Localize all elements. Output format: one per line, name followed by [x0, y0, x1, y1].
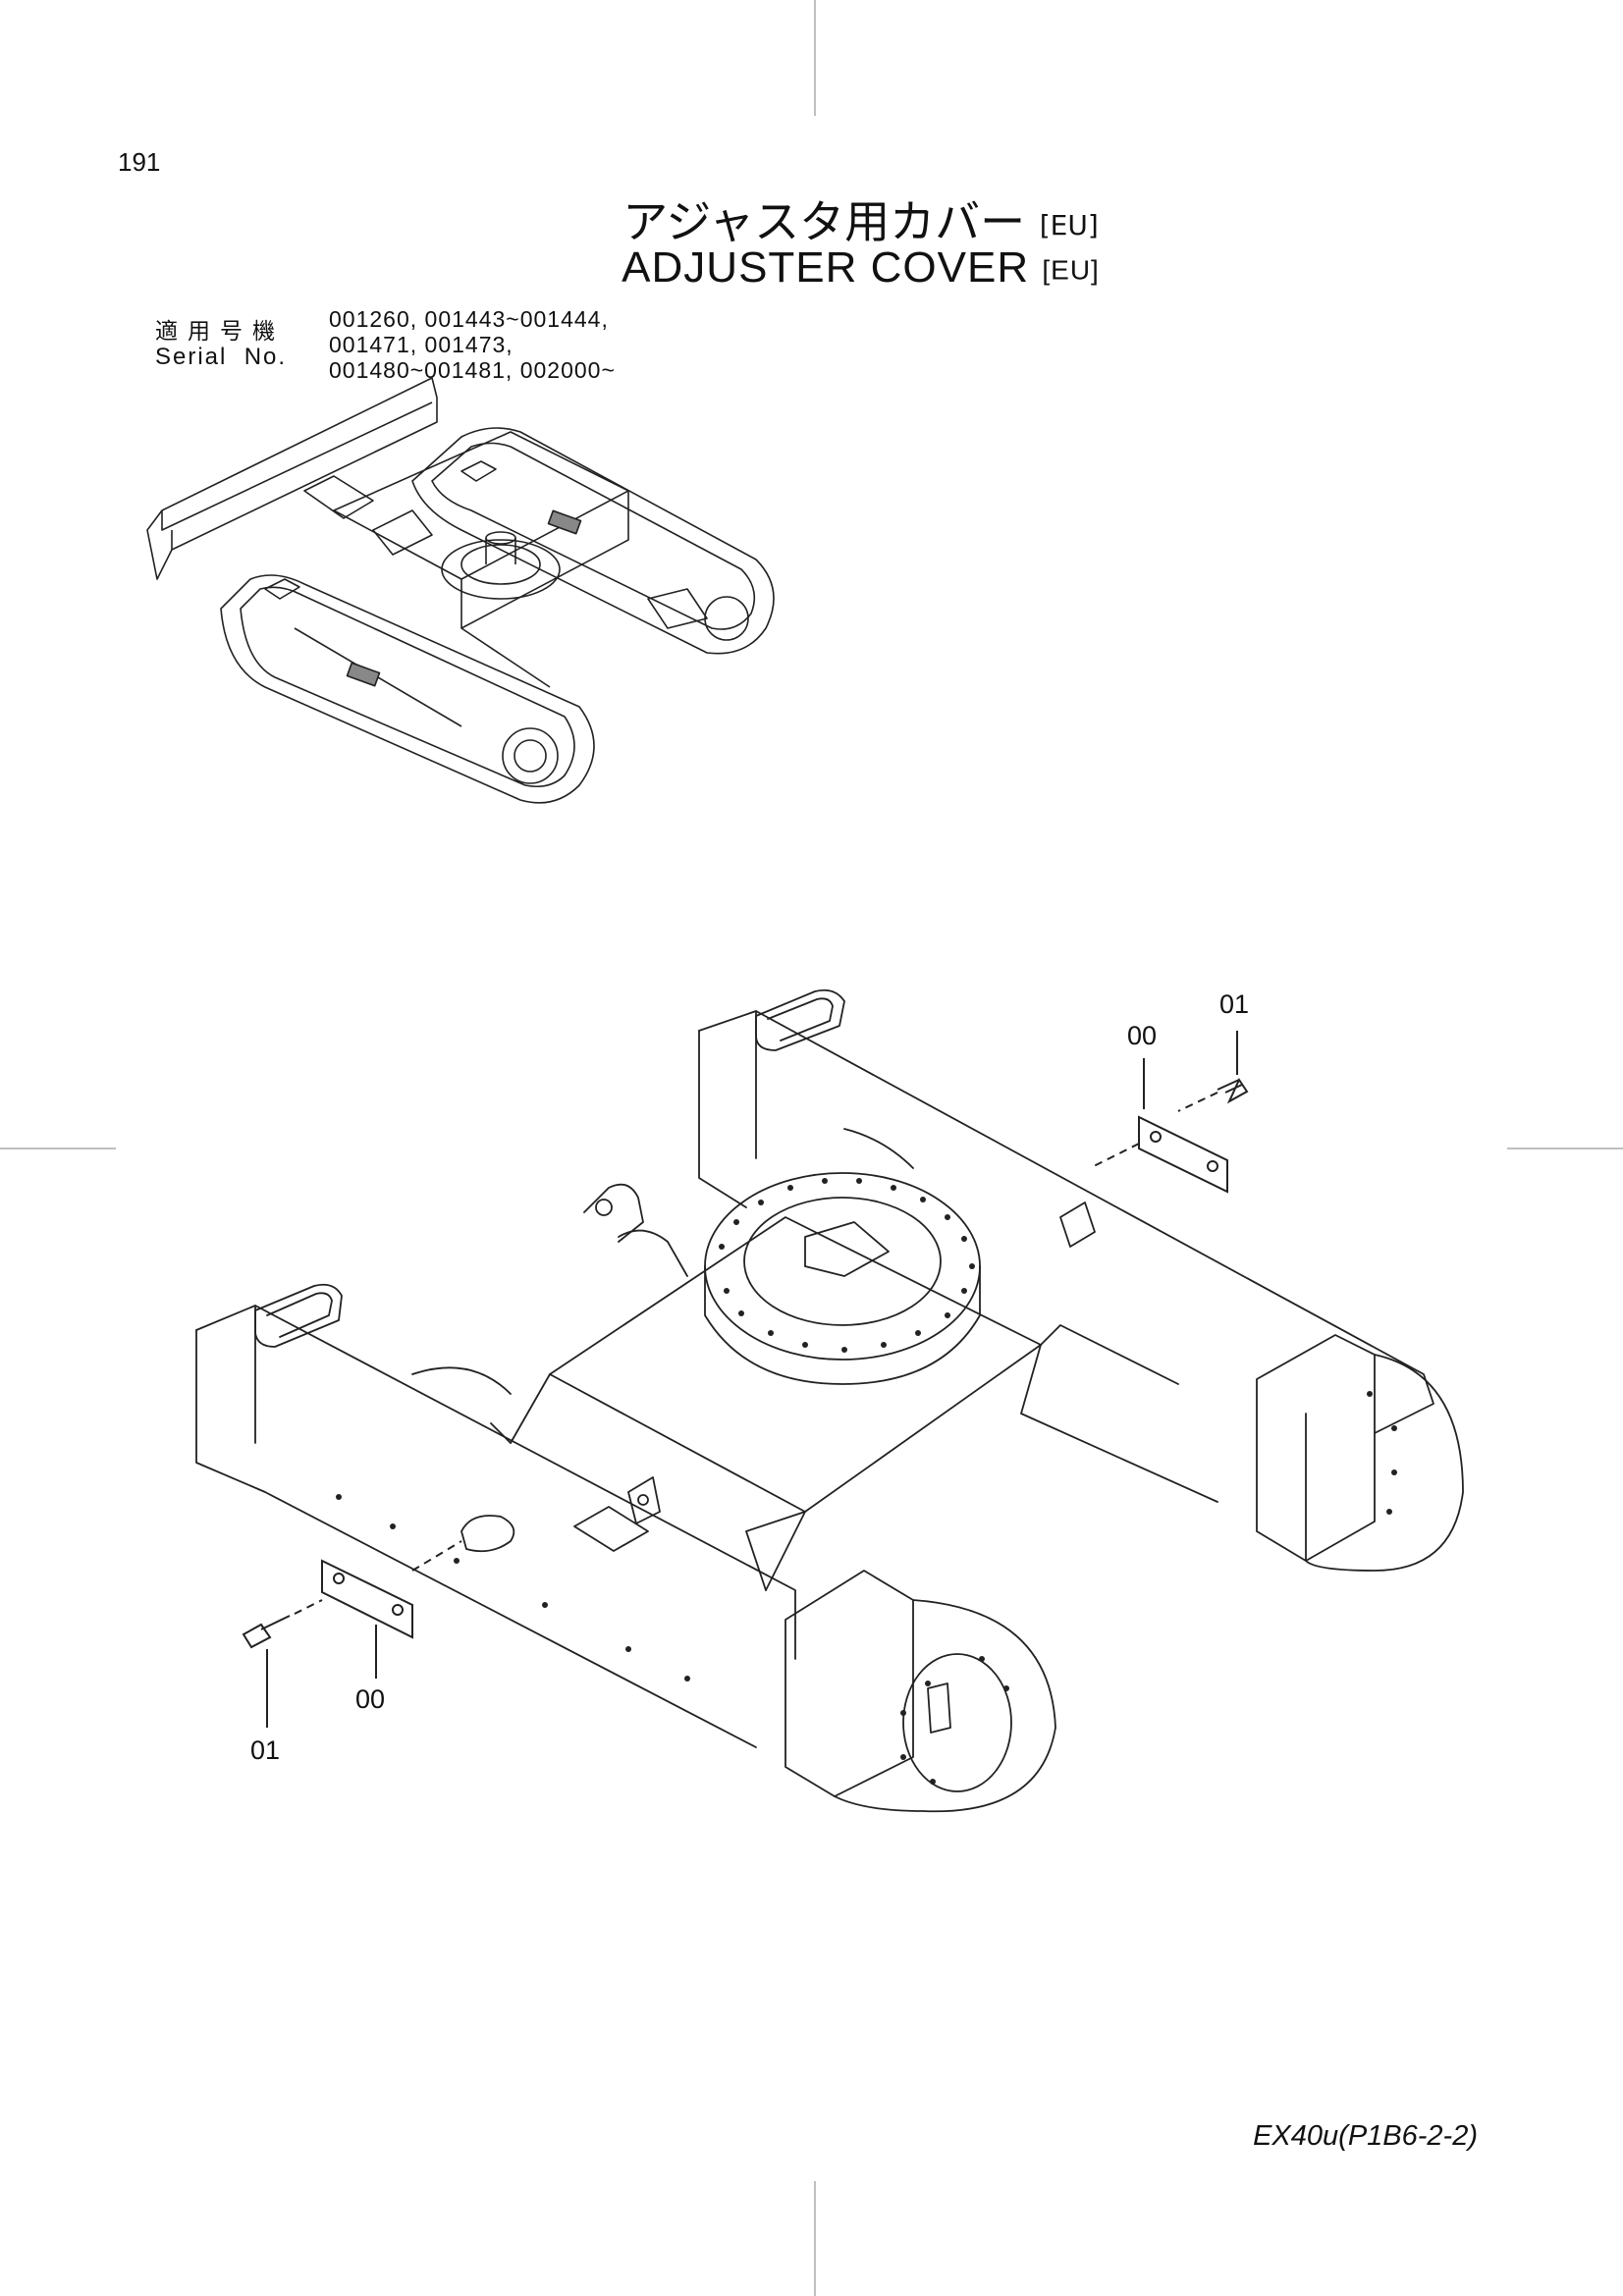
footer-model-code: EX40u(P1B6-2-2) [1253, 2120, 1478, 2152]
title-jp-text: アジャスタ用カバー [622, 195, 1026, 248]
boom-bracket [583, 1183, 644, 1243]
callout-lower-cover: 00 [355, 1684, 386, 1714]
callout-upper-bolt: 01 [1219, 989, 1250, 1019]
serial-line-1: 001260, 001443~001444, [329, 306, 609, 332]
access-hole-left [460, 1515, 515, 1553]
upper-assembly-line [1177, 1092, 1218, 1112]
title-english: ADJUSTER COVER [EU] [0, 243, 1623, 293]
lower-assembly-line [294, 1599, 323, 1615]
overview-track-lower [220, 574, 595, 804]
frame-lower-side-top [195, 1305, 796, 1660]
lower-bolt [242, 1623, 272, 1649]
upper-bolt [1217, 1077, 1249, 1104]
serial-label-english: Serial No. [155, 344, 288, 370]
serial-label-japanese: 適用号機 [155, 319, 285, 345]
upper-frame-bracket [1059, 1201, 1096, 1248]
upper-cover-plate [1138, 1115, 1228, 1194]
title-en-tag: [EU] [1042, 254, 1100, 286]
callout-upper-cover: 00 [1127, 1021, 1158, 1050]
lower-idler-housing [784, 1570, 914, 1797]
lower-cover-plate [321, 1559, 413, 1639]
serial-line-2: 001471, 001473, [329, 332, 514, 357]
overview-swing-bearing [441, 539, 561, 600]
overview-blade [146, 377, 438, 580]
page-number: 191 [118, 147, 161, 177]
title-japanese: アジャスタ用カバー [EU] [0, 187, 1623, 251]
title-en-text: ADJUSTER COVER [622, 243, 1030, 292]
title-jp-tag: [EU] [1039, 209, 1099, 241]
callout-lower-bolt: 01 [250, 1735, 281, 1765]
swing-center-hole [804, 1221, 890, 1277]
upper-idler-housing [1256, 1334, 1376, 1562]
upper-slot [755, 988, 845, 1051]
lower-slot [254, 1283, 343, 1348]
center-frame [549, 1216, 1042, 1513]
swing-bearing-inner [743, 1197, 942, 1326]
lower-frame-bracket [627, 1476, 661, 1524]
swing-bearing-outer [704, 1172, 981, 1361]
serial-line-3: 001480~001481, 002000~ [329, 357, 616, 383]
frame-upper-side-top [698, 1010, 1434, 1434]
overview-track-upper [411, 427, 775, 655]
access-hole-center [573, 1506, 649, 1552]
